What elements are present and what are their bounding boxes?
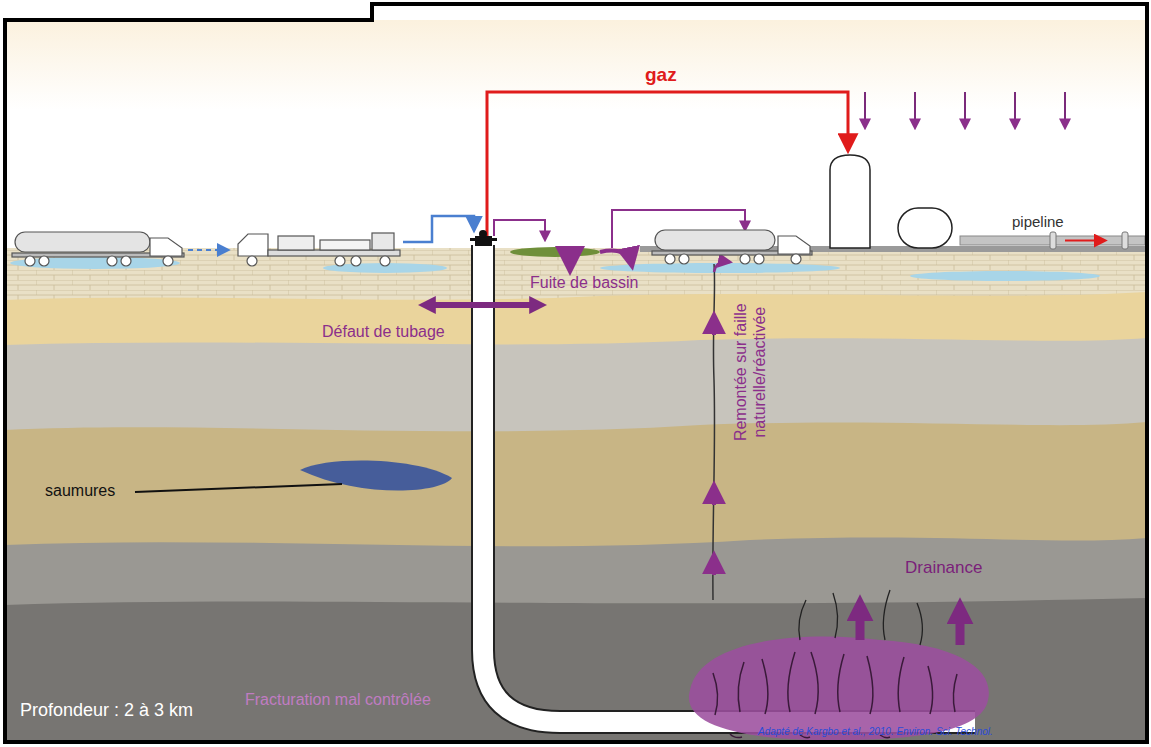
- drainage-line: [833, 593, 838, 638]
- drainage-line: [799, 600, 806, 640]
- fracture: [713, 673, 718, 715]
- wheel: [791, 254, 801, 264]
- pump-unit: [278, 236, 314, 250]
- aquifer: [10, 257, 180, 269]
- risk-label: Défaut de tubage: [322, 322, 445, 341]
- topsoil-layer: [5, 248, 1147, 742]
- risk-label: Remontée sur faille naturelle/réactivée: [731, 277, 769, 467]
- leader-line: [135, 484, 342, 492]
- water-line: [403, 216, 474, 242]
- wheel: [335, 256, 345, 266]
- transport-arrow: [188, 249, 228, 251]
- fracture: [788, 652, 795, 712]
- storage-tank: [830, 155, 870, 248]
- frame: [5, 4, 1147, 742]
- pipe-coupling: [1122, 232, 1128, 249]
- fault-line: [713, 264, 715, 600]
- wheel: [163, 256, 173, 266]
- fracture: [811, 652, 818, 714]
- leak-arrow: [568, 258, 573, 270]
- emission-arrow: [864, 92, 866, 128]
- gas-line: [487, 92, 848, 236]
- spherical-tank: [898, 208, 952, 248]
- flow-arrow: [1065, 240, 1105, 242]
- fracture: [928, 666, 933, 714]
- upflow-arrow: [712, 315, 716, 335]
- drainage-lines: [799, 590, 923, 645]
- truck-cab: [150, 238, 182, 256]
- fracture: [898, 657, 904, 712]
- tanker-truck: [12, 232, 184, 266]
- aquifer: [910, 271, 1100, 281]
- wheel: [351, 256, 361, 266]
- wheel: [25, 256, 35, 266]
- pipeline-label: pipeline: [1012, 213, 1064, 231]
- wellhead-valve: [479, 230, 487, 238]
- drainage-line: [917, 603, 922, 645]
- aquifer: [600, 263, 840, 273]
- fracture: [762, 659, 768, 714]
- upflow-arrow: [712, 555, 716, 575]
- fracture: [730, 734, 742, 738]
- source-note: Adapté de Kargbo et al., 2010. Environ. …: [758, 726, 993, 738]
- truck-cab: [778, 236, 810, 254]
- wheel: [39, 256, 49, 266]
- emission-arrow: [964, 92, 966, 128]
- pump-unit: [320, 240, 370, 250]
- flowback-line: [494, 220, 545, 240]
- truck-tank: [655, 230, 775, 250]
- pond: [510, 247, 600, 257]
- fracture: [953, 674, 957, 712]
- sky: [5, 20, 1147, 110]
- drainage-arrow: [956, 608, 965, 645]
- emission-arrow: [1014, 92, 1016, 128]
- wheel: [754, 254, 764, 264]
- upflow-arrow: [714, 262, 730, 272]
- wheel: [380, 256, 390, 266]
- emission-arrow: [1064, 92, 1066, 128]
- drainage-line: [883, 590, 890, 640]
- drainage-arrow: [856, 605, 865, 640]
- risk-label: Drainance: [905, 558, 983, 578]
- pump-unit: [372, 233, 394, 250]
- fracture: [838, 654, 844, 712]
- brine-lens: [300, 461, 452, 491]
- gas-label: gaz: [645, 64, 677, 87]
- sand-layer: [5, 292, 1147, 742]
- tanker-truck: [652, 230, 812, 264]
- wheel: [740, 254, 750, 264]
- layer-label: saumures: [45, 481, 115, 500]
- emission-arrows: [865, 92, 1065, 128]
- ground-layers: [5, 246, 1147, 742]
- fracture: [738, 662, 744, 712]
- pump-truck: [238, 233, 400, 266]
- risk-label: Fuite de bassin: [530, 273, 639, 292]
- emission-arrow: [914, 92, 916, 128]
- upflow-arrow: [712, 485, 716, 505]
- fractures: [713, 652, 957, 738]
- wheel: [107, 256, 117, 266]
- wellhead-flange: [470, 238, 497, 241]
- truck-cab: [238, 234, 268, 256]
- wheel: [679, 254, 689, 264]
- overflow-arrow: [600, 251, 632, 266]
- depth-note: Profondeur : 2 à 3 km: [20, 700, 193, 722]
- fracture: [867, 656, 873, 714]
- risk-label: Fracturation mal contrôlée: [245, 690, 431, 709]
- wheel: [247, 256, 257, 266]
- truck-tank: [15, 232, 150, 252]
- khaki-layer: [5, 422, 1147, 742]
- wheel: [121, 256, 131, 266]
- pipe-coupling: [1050, 232, 1056, 249]
- wellhead: [470, 230, 497, 246]
- leak-arrow: [425, 302, 540, 308]
- grey-layer: [5, 338, 1147, 742]
- truck-bed: [268, 250, 400, 256]
- wheel: [665, 254, 675, 264]
- fracture-zone: [689, 637, 989, 741]
